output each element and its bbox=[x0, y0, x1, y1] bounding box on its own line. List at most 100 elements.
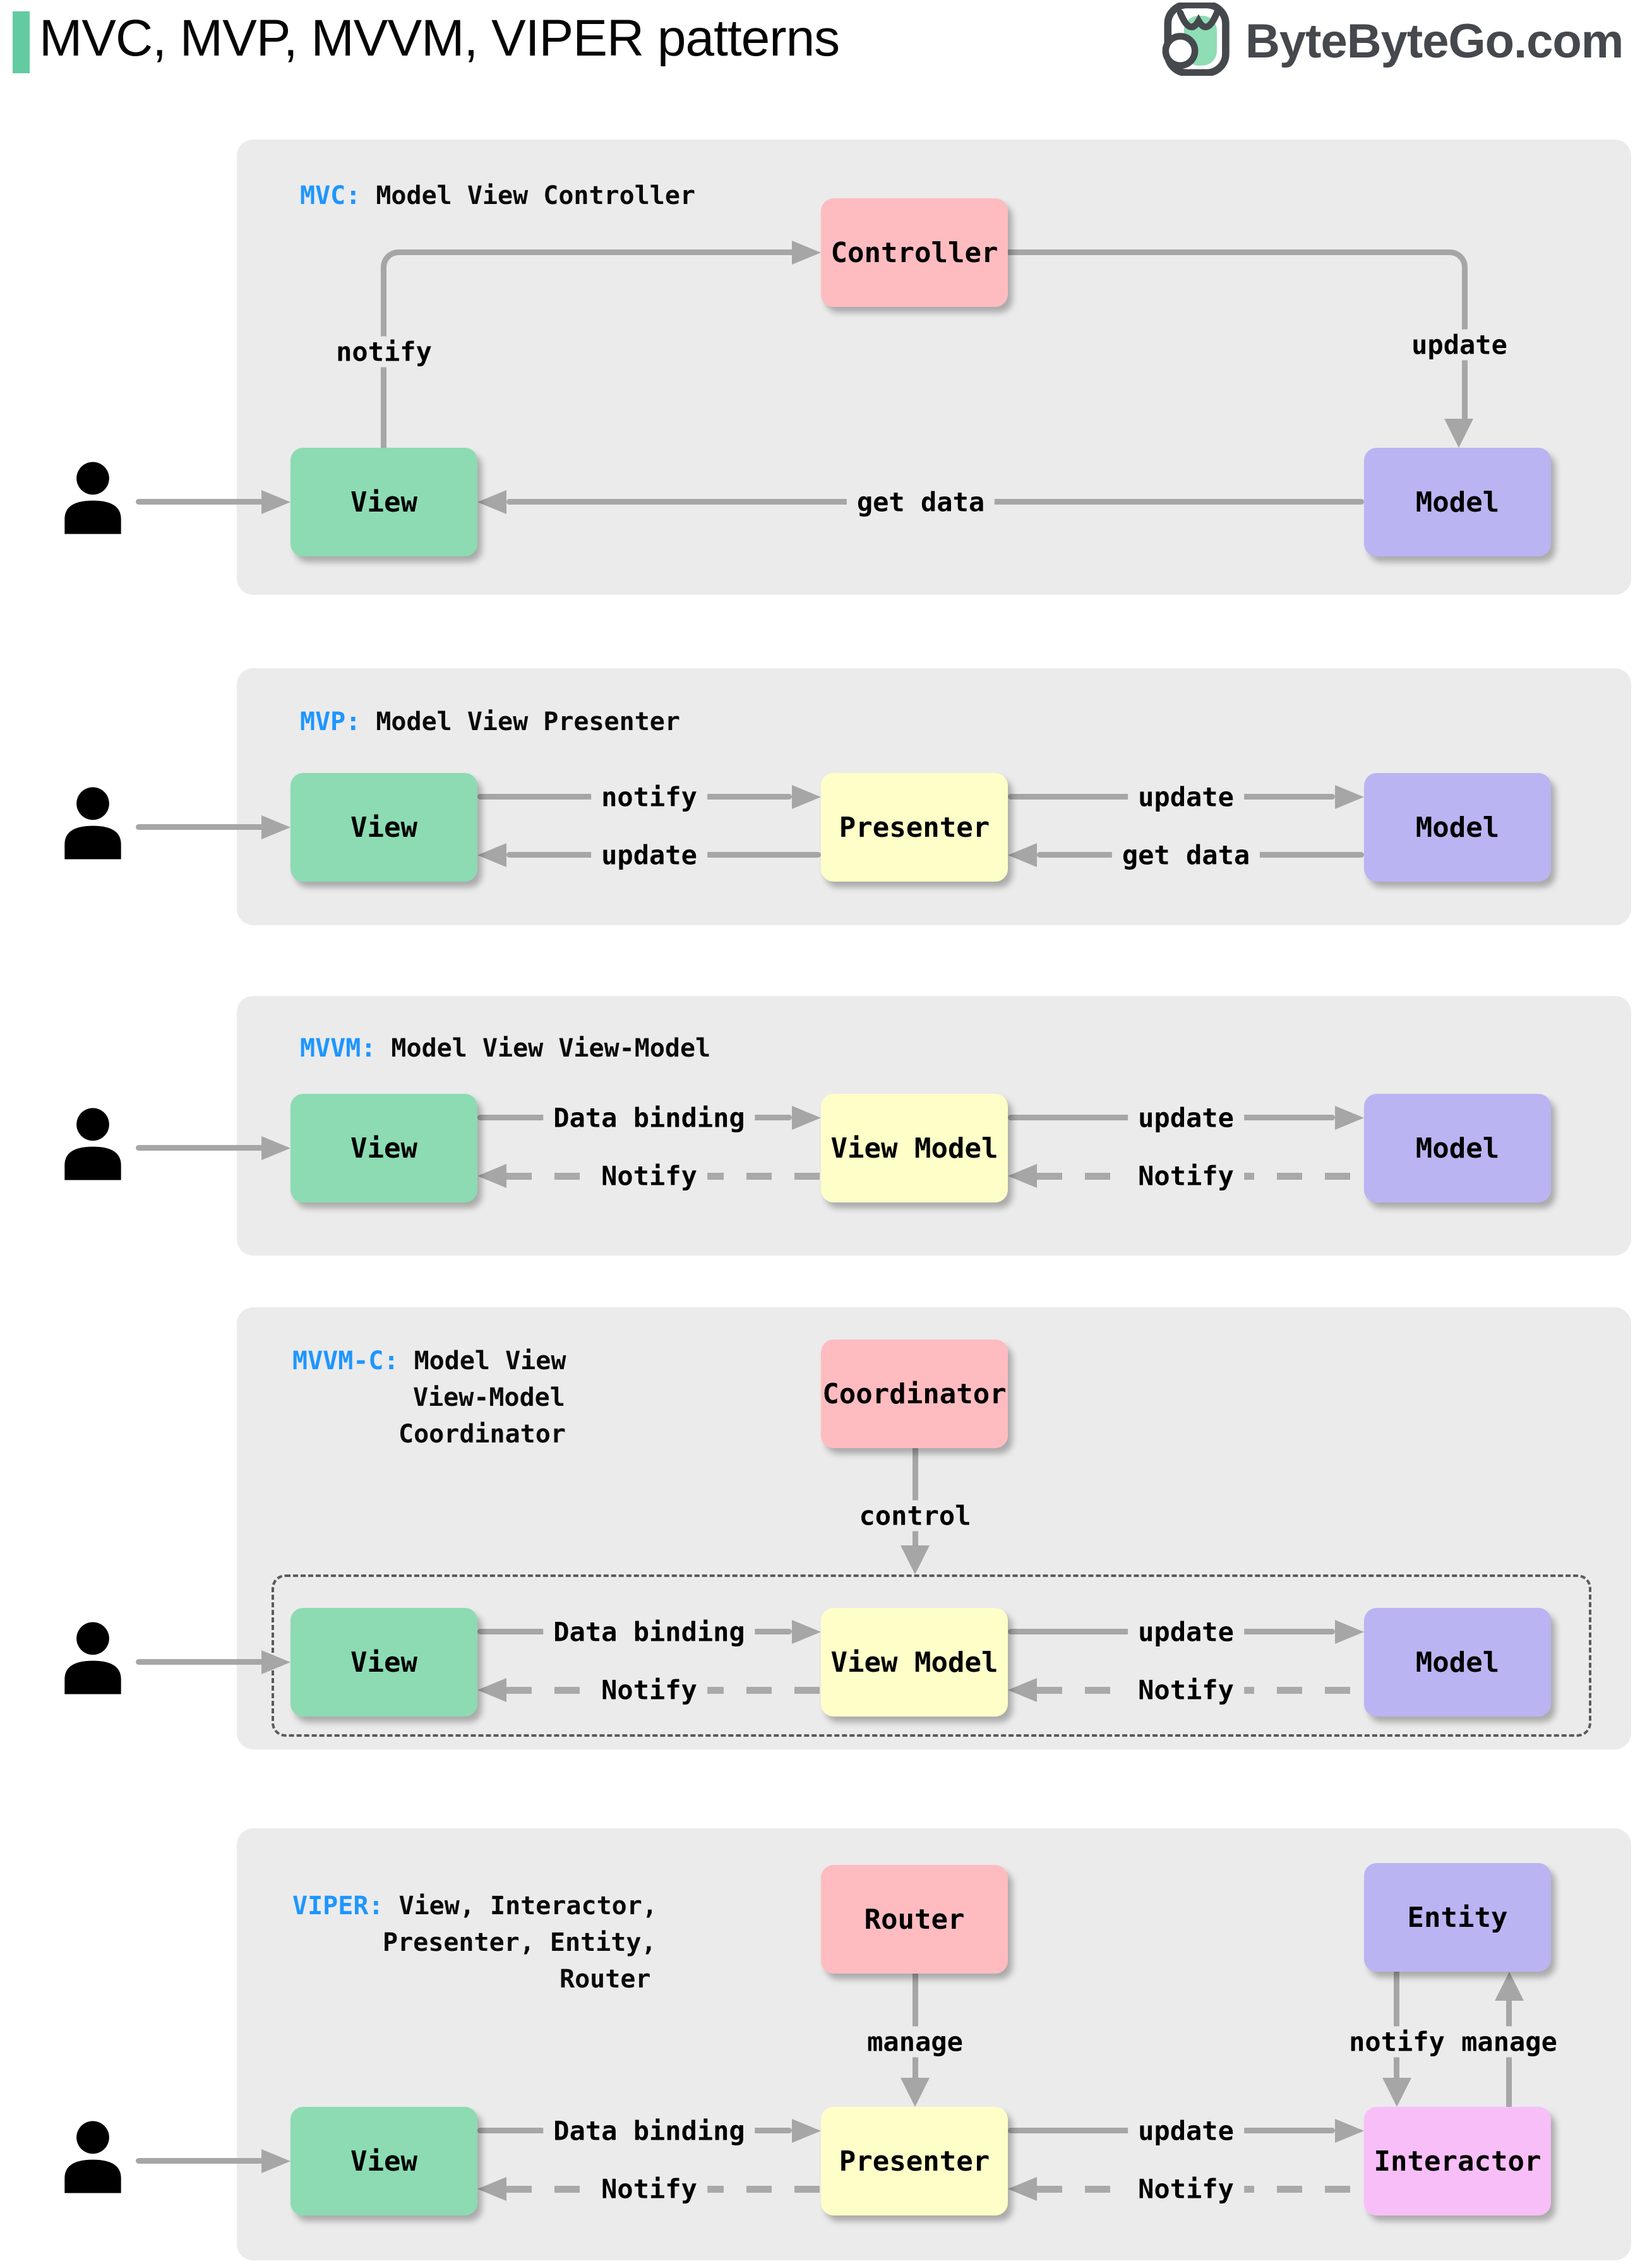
mvc-title-text: Model View Controller bbox=[376, 181, 696, 210]
mvvm-c-control-arrow bbox=[913, 1448, 918, 1545]
mvp-notify-label: notify bbox=[591, 781, 707, 813]
mvc-acronym: MVC: bbox=[300, 181, 361, 210]
panel-mvc: MVC: Model View Controller Controller Vie… bbox=[237, 140, 1631, 595]
mvvm-c-view-model-box: View Model bbox=[821, 1608, 1008, 1717]
mvc-get-data-label: get data bbox=[846, 486, 995, 518]
mvvm-notify-view-model-arrowhead bbox=[1008, 1164, 1037, 1188]
page-title: MVC, MVP, MVVM, VIPER patterns bbox=[39, 9, 840, 67]
viper-notify-view-label: Notify bbox=[591, 2173, 707, 2205]
mvp-update-model-label: update bbox=[1128, 781, 1244, 813]
viper-manage-entity-arrowhead bbox=[1495, 1972, 1524, 2001]
viper-section-title-line1: VIPER: View, Interactor, bbox=[292, 1891, 657, 1921]
mvvm-c-control-label: control bbox=[849, 1500, 981, 1532]
viper-update-arrowhead bbox=[1335, 2119, 1364, 2143]
mvvm-c-view-box: View bbox=[290, 1608, 477, 1717]
viper-data-binding-arrowhead bbox=[792, 2119, 821, 2143]
mvvm-view-model-box: View Model bbox=[821, 1094, 1008, 1202]
mvvm-acronym: MVVM: bbox=[300, 1034, 376, 1063]
viper-notify-entity-arrow bbox=[1394, 1972, 1399, 2078]
mvvm-c-model-box: Model bbox=[1364, 1608, 1551, 1717]
viper-notify-entity-label: notify bbox=[1344, 2026, 1450, 2058]
mvc-section-title: MVC: Model View Controller bbox=[300, 181, 695, 210]
viper-acronym: VIPER: bbox=[292, 1891, 384, 1921]
viper-title-line1: View, Interactor, bbox=[398, 1891, 657, 1921]
viper-update-label: update bbox=[1128, 2115, 1244, 2147]
mvvm-c-data-binding-label: Data binding bbox=[543, 1616, 755, 1648]
user-icon bbox=[64, 1622, 121, 1694]
mvc-get-data-arrowhead bbox=[477, 490, 506, 514]
mvc-notify-arrowhead bbox=[792, 241, 821, 265]
mvvm-data-binding-label: Data binding bbox=[543, 1102, 755, 1134]
mvc-controller-box: Controller bbox=[821, 198, 1008, 307]
viper-entity-box: Entity bbox=[1364, 1863, 1551, 1972]
mvvm-c-section-title-line1: MVVM-C:Model View bbox=[292, 1346, 566, 1376]
mvc-update-arrow bbox=[1008, 249, 1468, 424]
mvp-section-title: MVP: Model View Presenter bbox=[300, 707, 680, 736]
viper-notify-presenter-label: Notify bbox=[1128, 2173, 1244, 2205]
mvp-get-data-arrowhead bbox=[1008, 843, 1037, 867]
mvc-view-box: View bbox=[290, 448, 477, 556]
mvvm-c-notify-view-model-label: Notify bbox=[1128, 1674, 1244, 1706]
mvc-update-arrowhead bbox=[1444, 419, 1473, 448]
mvvm-c-control-arrowhead bbox=[901, 1545, 930, 1574]
mvvm-title-text: Model View View-Model bbox=[391, 1034, 711, 1063]
viper-notify-presenter-arrowhead bbox=[1008, 2177, 1037, 2201]
mvc-model-box: Model bbox=[1364, 448, 1551, 556]
mvvm-c-section-title-line3: Coordinator bbox=[398, 1420, 566, 1449]
panel-mvvm-c: MVVM-C:Model View View-Model Coordinator… bbox=[237, 1307, 1631, 1749]
viper-data-binding-label: Data binding bbox=[543, 2115, 755, 2147]
mvvm-update-arrowhead bbox=[1335, 1106, 1364, 1130]
mvp-update-view-label: update bbox=[591, 839, 707, 871]
user-icon bbox=[64, 1108, 121, 1180]
mvp-get-data-label: get data bbox=[1111, 839, 1260, 871]
viper-notify-view-arrowhead bbox=[477, 2177, 506, 2201]
logo-text: ByteByteGo.com bbox=[1245, 15, 1624, 68]
mvvm-notify-view-arrowhead bbox=[477, 1164, 506, 1188]
user-arrowhead-mvp bbox=[261, 815, 290, 839]
user-icon bbox=[64, 462, 121, 534]
viper-view-box: View bbox=[290, 2107, 477, 2215]
mvvm-c-notify-view-model-arrowhead bbox=[1008, 1678, 1037, 1702]
viper-manage-router-arrow bbox=[913, 1974, 918, 2078]
mvvm-c-update-arrowhead bbox=[1335, 1620, 1364, 1644]
mvp-model-box: Model bbox=[1364, 773, 1551, 882]
panel-mvp: MVP:Model View Presenter View Presenter … bbox=[237, 668, 1631, 925]
user-arrowhead-mvvm bbox=[261, 1136, 290, 1160]
mvvm-c-section-title-line2: View-Model bbox=[413, 1383, 565, 1412]
user-icon bbox=[64, 787, 121, 860]
viper-section-title-line3: Router bbox=[560, 1965, 651, 1994]
user-arrowhead-mvc bbox=[261, 490, 290, 514]
mvp-update-model-arrowhead bbox=[1335, 785, 1364, 809]
mvp-update-view-arrowhead bbox=[477, 843, 506, 867]
viper-interactor-box: Interactor bbox=[1364, 2107, 1551, 2215]
viper-presenter-box: Presenter bbox=[821, 2107, 1008, 2215]
mvp-title-text: Model View Presenter bbox=[376, 707, 680, 736]
mvvm-c-data-binding-arrowhead bbox=[792, 1620, 821, 1644]
mvvm-c-coordinator-box: Coordinator bbox=[821, 1340, 1008, 1448]
mvp-view-box: View bbox=[290, 773, 477, 882]
viper-manage-router-arrowhead bbox=[901, 2078, 930, 2107]
mvp-presenter-box: Presenter bbox=[821, 773, 1008, 882]
panel-mvvm: MVVM:Model View View-Model View View Mod… bbox=[237, 996, 1631, 1256]
mvvm-c-acronym: MVVM-C: bbox=[292, 1346, 399, 1376]
mvvm-c-update-label: update bbox=[1128, 1616, 1244, 1648]
mvvm-section-title: MVVM: Model View View-Model bbox=[300, 1034, 710, 1063]
mvvm-model-box: Model bbox=[1364, 1094, 1551, 1202]
mvc-update-label: update bbox=[1401, 329, 1517, 361]
user-arrowhead-mvvm-c bbox=[261, 1650, 290, 1674]
mvvm-update-label: update bbox=[1128, 1102, 1244, 1134]
viper-manage-router-label: manage bbox=[857, 2026, 973, 2058]
mvvm-notify-view-model-label: Notify bbox=[1128, 1160, 1244, 1192]
user-arrow-mvvm-c bbox=[136, 1659, 264, 1665]
mvc-notify-label: notify bbox=[326, 336, 442, 368]
mvvm-c-notify-view-arrowhead bbox=[477, 1678, 506, 1702]
title-accent-bar bbox=[13, 11, 30, 73]
mvp-acronym: MVP: bbox=[300, 707, 361, 736]
user-arrowhead-viper bbox=[261, 2149, 290, 2173]
mvvm-notify-view-label: Notify bbox=[591, 1160, 707, 1192]
viper-notify-entity-arrowhead bbox=[1382, 2078, 1411, 2107]
viper-manage-entity-label: manage bbox=[1456, 2026, 1562, 2058]
user-arrow-mvp bbox=[136, 824, 264, 830]
user-arrow-mvc bbox=[136, 499, 264, 505]
